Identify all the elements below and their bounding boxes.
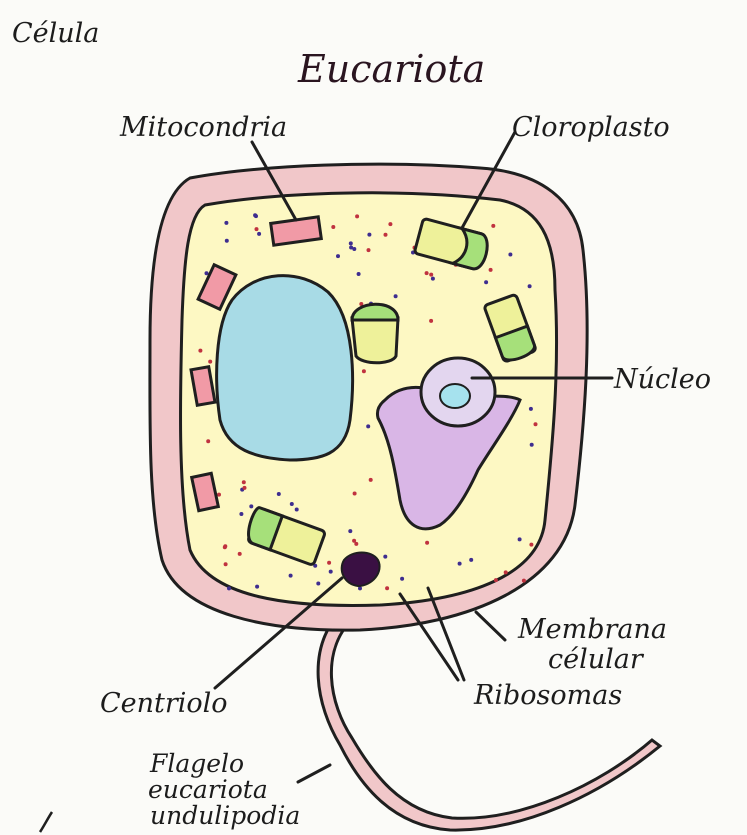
ribosome-dot — [327, 561, 331, 565]
ribosome-dot — [530, 443, 534, 447]
ribosome-dot — [369, 478, 373, 482]
ribosome-dot — [429, 273, 433, 277]
label-nucleo: Núcleo — [613, 364, 711, 395]
ribosome-dot — [331, 225, 335, 229]
ribosome-dot — [316, 582, 320, 586]
ribosome-dot — [349, 246, 353, 250]
ribosome-dot — [494, 578, 498, 582]
ribosome-dot — [491, 224, 495, 228]
ribosome-dot — [243, 486, 247, 490]
ribosome-dot — [431, 277, 435, 281]
ribosome-dot — [254, 214, 258, 218]
corner-label: Célula — [12, 18, 99, 49]
ribosome-dot — [518, 537, 522, 541]
ribosome-dot — [400, 577, 404, 581]
label-flagelo-line3: undulipodia — [150, 801, 300, 830]
ribosome-dot — [384, 233, 388, 237]
ribosome-dot — [249, 504, 253, 508]
ribosome-dot — [336, 254, 340, 258]
ribosome-dot — [358, 586, 362, 590]
ribosome-dot — [385, 586, 389, 590]
ribosome-dot — [425, 271, 429, 275]
ribosome-dot — [225, 239, 229, 243]
label-flagelo-line1: Flagelo — [149, 749, 244, 778]
label-flagelo-line2: eucariota — [148, 775, 268, 804]
leader-line-membrana — [476, 612, 505, 640]
label-membrana-line2: célular — [548, 644, 645, 675]
ribosome-dot — [239, 512, 243, 516]
ribosome-dot — [223, 545, 227, 549]
ribosome-dot — [257, 232, 261, 236]
ribosome-dot — [208, 360, 212, 364]
ribosome-dot — [355, 214, 359, 218]
ribosome-dot — [255, 227, 259, 231]
ribosome-dot — [206, 439, 210, 443]
ribosome-dot — [255, 585, 259, 589]
label-membrana-line1: Membrana — [517, 614, 667, 645]
chloroplast — [352, 304, 398, 363]
vacuole — [217, 276, 353, 460]
ribosome-dot — [349, 241, 353, 245]
label-centriolo: Centriolo — [100, 688, 228, 719]
ribosome-dot — [348, 529, 352, 533]
ribosome-dot — [224, 221, 228, 225]
ribosome-dot — [383, 555, 387, 559]
label-mitocondria: Mitocondria — [119, 112, 287, 143]
ribosome-dot — [388, 222, 392, 226]
ribosome-dot — [289, 574, 293, 578]
ribosome-dot — [367, 233, 371, 237]
ribosome-dot — [484, 280, 488, 284]
ribosome-dot — [489, 268, 493, 272]
ribosome-dot — [353, 492, 357, 496]
ribosome-dot — [458, 562, 462, 566]
ribosome-dot — [277, 492, 281, 496]
ribosome-dot — [357, 272, 361, 276]
ribosome-dot — [429, 319, 433, 323]
ribosome-dot — [227, 586, 231, 590]
label-ribosomas: Ribosomas — [473, 680, 622, 711]
ribosome-dot — [198, 349, 202, 353]
ribosome-dot — [295, 508, 299, 512]
leader-line-flagelo — [298, 765, 330, 782]
ribosome-dot — [504, 570, 508, 574]
ribosome-dot — [224, 562, 228, 566]
label-cloroplasto: Cloroplasto — [512, 112, 670, 143]
ribosome-dot — [529, 407, 533, 411]
ribosome-dot — [362, 369, 366, 373]
pencil-mark — [40, 812, 52, 832]
nucleolus — [440, 384, 470, 408]
ribosome-dot — [366, 424, 370, 428]
ribosome-dot — [508, 253, 512, 257]
ribosome-dot — [534, 422, 538, 426]
ribosome-dot — [290, 502, 294, 506]
ribosome-dot — [329, 570, 333, 574]
ribosome-dot — [242, 480, 246, 484]
ribosome-dot — [469, 558, 473, 562]
ribosome-dot — [528, 284, 532, 288]
ribosome-dot — [522, 579, 526, 583]
ribosome-dot — [394, 294, 398, 298]
ribosome-dot — [425, 541, 429, 545]
ribosome-dot — [367, 248, 371, 252]
ribosome-dot — [238, 552, 242, 556]
ribosome-dot — [352, 539, 356, 543]
diagram-title: Eucariota — [297, 47, 485, 91]
ribosome-dot — [529, 543, 533, 547]
